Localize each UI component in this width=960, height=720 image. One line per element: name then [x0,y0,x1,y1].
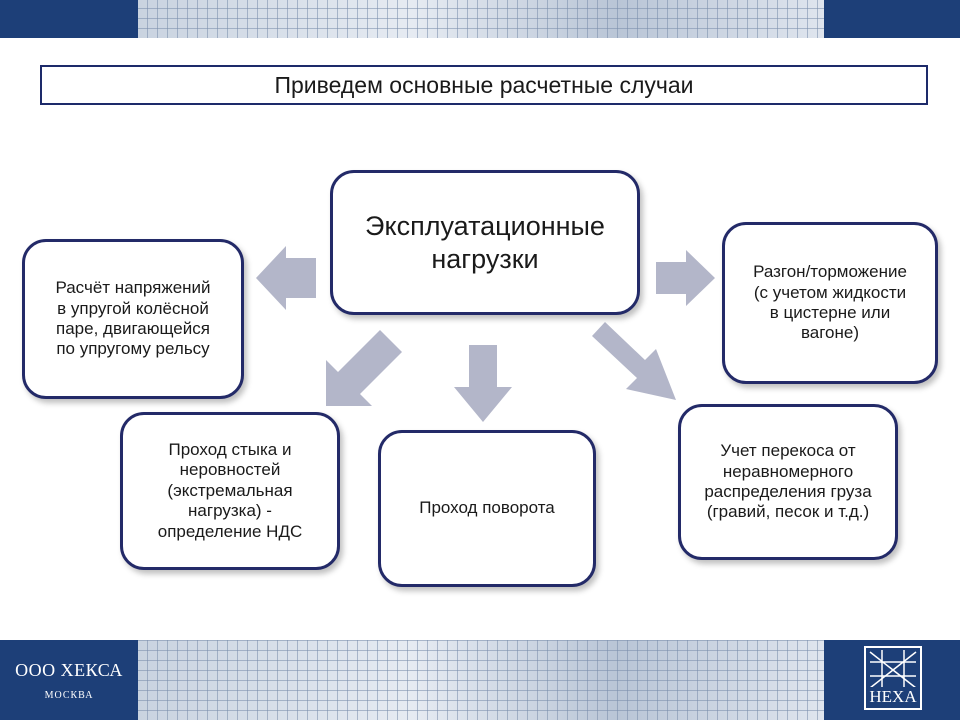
node-curve-passage: Проход поворота [378,430,596,587]
node-joint-passage-label: Проход стыка и неровностей (экстремальна… [157,440,303,541]
hexa-logo-icon [869,650,917,689]
node-load-skew-label: Учет перекоса от неравномерного распреде… [704,441,872,522]
node-operational-loads-label: Эксплуатационные нагрузки [365,211,605,274]
top-banner [0,0,960,38]
mesh-image-top [138,0,824,38]
node-operational-loads: Эксплуатационные нагрузки [330,170,640,315]
arrow-to-right [656,250,715,306]
bottom-banner: ООО ХЕКСА МОСКВА HEXA [0,640,960,720]
arrow-to-bottom-right [592,322,676,400]
node-joint-passage: Проход стыка и неровностей (экстремальна… [120,412,340,570]
node-load-skew: Учет перекоса от неравномерного распреде… [678,404,898,560]
node-acceleration-braking-label: Разгон/торможение (с учетом жидкости в ц… [753,262,907,343]
company-city: МОСКВА [44,690,94,701]
title-box: Приведем основные расчетные случаи [40,65,928,105]
company-name: ООО ХЕКСА [15,660,123,680]
hexa-logo-text: HEXA [866,687,920,707]
arrow-to-left [256,246,316,310]
slide-title: Приведем основные расчетные случаи [274,71,694,98]
arrow-to-bottom-middle [454,345,512,422]
arrow-to-bottom-left [326,330,402,406]
node-acceleration-braking: Разгон/торможение (с учетом жидкости в ц… [722,222,938,384]
node-stress-calculation-label: Расчёт напряжений в упругой колёсной пар… [55,278,211,359]
node-stress-calculation: Расчёт напряжений в упругой колёсной пар… [22,239,244,399]
hexa-logo: HEXA [864,646,922,710]
mesh-image-bottom [138,640,824,720]
node-curve-passage-label: Проход поворота [419,498,555,518]
